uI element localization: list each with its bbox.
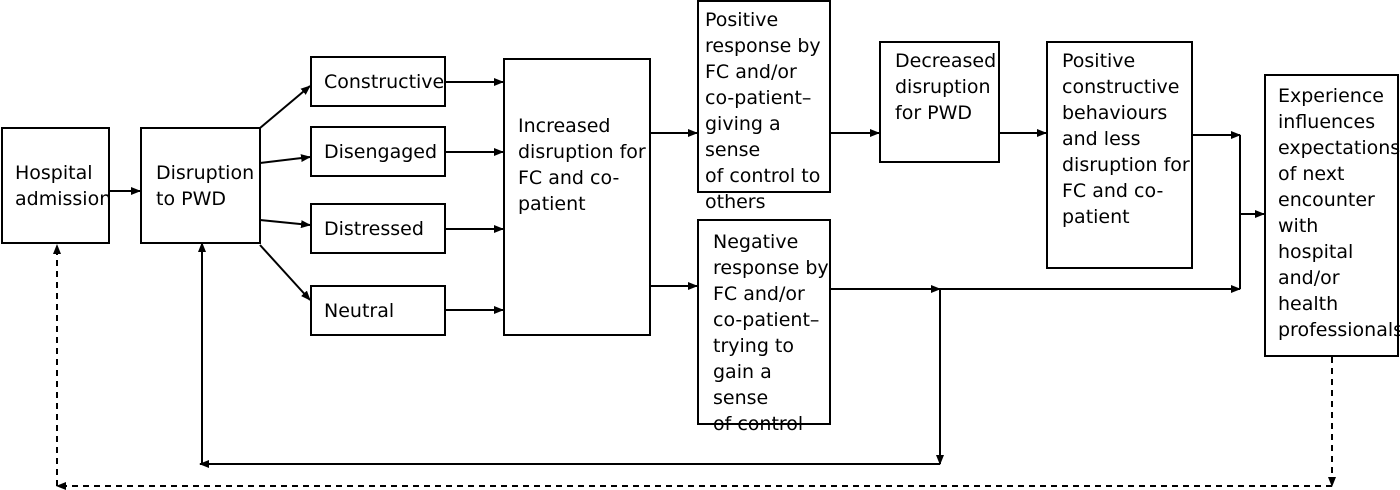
node-decreased-disruption: Decreased disruption for PWD	[879, 41, 1000, 163]
node-negative-response: Negative response by FC and/or co-patien…	[697, 219, 831, 435]
arrow-disruption-to-neutral	[259, 244, 311, 301]
node-constructive: Constructive	[310, 56, 446, 107]
node-distressed: Distressed	[310, 203, 446, 254]
node-disruption-to-pwd: Disruption to PWD	[140, 127, 261, 244]
arrow-disruption-to-constructive	[259, 85, 311, 129]
node-neutral: Neutral	[310, 285, 446, 336]
node-disengaged: Disengaged	[310, 126, 446, 177]
node-experience: Experience influences expectations of ne…	[1264, 74, 1400, 357]
arrow-disruption-to-distressed	[259, 219, 311, 229]
node-positive-behaviours: Positive constructive behaviours and les…	[1046, 41, 1193, 269]
arrow-disruption-to-disengaged	[259, 154, 311, 164]
node-hospital-admission: Hospital admission	[1, 127, 111, 244]
node-increased-disruption: Increased disruption for FC and co- pati…	[503, 58, 651, 336]
node-positive-response: Positive response by FC and/or co-patien…	[697, 0, 831, 213]
